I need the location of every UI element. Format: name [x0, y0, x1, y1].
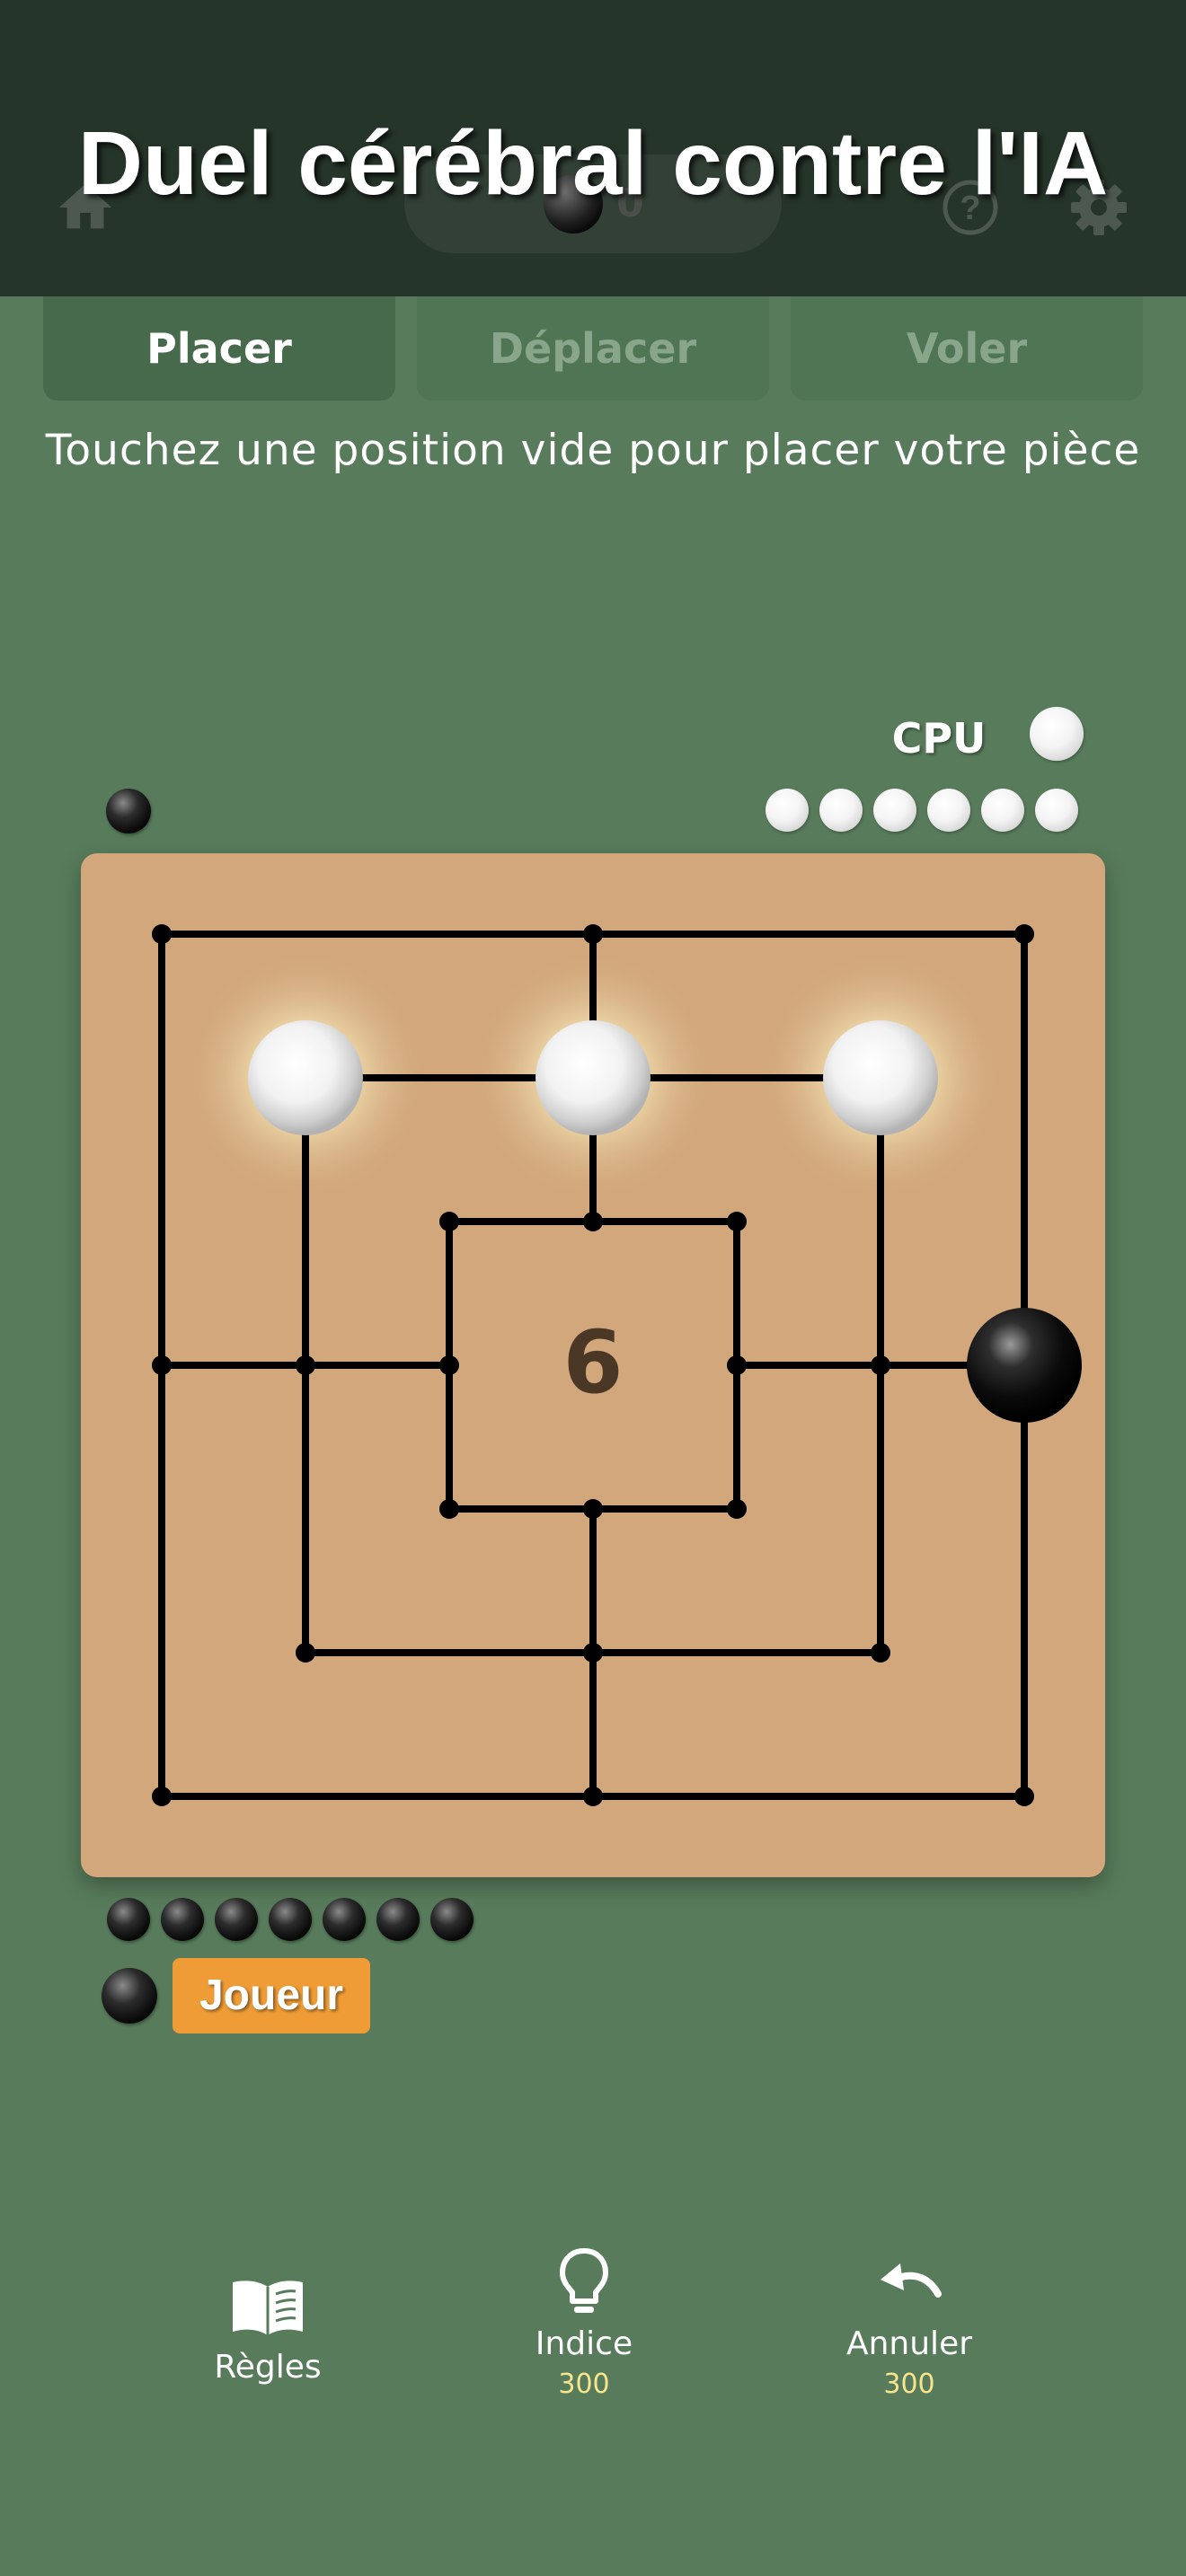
player-hand-piece: [376, 1898, 420, 1941]
cpu-captured-piece: [106, 789, 151, 834]
board-point[interactable]: [871, 1643, 890, 1663]
board-point[interactable]: [152, 1786, 172, 1806]
board-point[interactable]: [296, 1643, 315, 1663]
white-piece[interactable]: [535, 1020, 651, 1135]
hint-button[interactable]: Indice 300: [467, 2245, 701, 2425]
player-hand-piece: [107, 1898, 150, 1941]
coin-icon: [544, 174, 603, 234]
hint-label: Indice: [535, 2325, 633, 2362]
cpu-color-indicator: [1030, 707, 1084, 761]
undo-label: Annuler: [845, 2325, 973, 2362]
player-hand-piece: [161, 1898, 204, 1941]
black-piece[interactable]: [967, 1308, 1082, 1423]
board-point[interactable]: [727, 1212, 747, 1231]
home-icon[interactable]: [54, 176, 117, 239]
instruction-text: Touchez une position vide pour placer vo…: [45, 426, 1141, 475]
undo-icon: [881, 2263, 942, 2298]
rules-button[interactable]: Règles: [151, 2245, 385, 2425]
help-circle-icon[interactable]: ?: [939, 176, 1002, 239]
white-piece[interactable]: [823, 1020, 938, 1135]
coin-counter: 0: [404, 154, 782, 253]
tab-move[interactable]: Déplacer: [417, 296, 769, 401]
player-hand-piece: [323, 1898, 366, 1941]
hint-count: 300: [558, 2369, 610, 2400]
cpu-label: CPU: [891, 714, 987, 763]
board-point[interactable]: [439, 1499, 459, 1519]
board-point[interactable]: [583, 924, 603, 944]
cpu-hand-piece: [873, 789, 916, 832]
cpu-hand-piece: [927, 789, 970, 832]
board-point[interactable]: [727, 1499, 747, 1519]
book-icon: [233, 2280, 303, 2335]
tab-place[interactable]: Placer: [43, 296, 395, 401]
rules-label: Règles: [214, 2349, 322, 2386]
cpu-hand-piece: [766, 789, 809, 832]
svg-text:?: ?: [960, 190, 980, 227]
board-point[interactable]: [727, 1355, 747, 1375]
page-title: Duel cérébral contre l'IA: [77, 113, 1109, 214]
white-piece[interactable]: [248, 1020, 363, 1135]
cpu-hand-piece: [1035, 789, 1078, 832]
board-point[interactable]: [583, 1499, 603, 1519]
board-point[interactable]: [1014, 924, 1034, 944]
board-point[interactable]: [296, 1355, 315, 1375]
board-point[interactable]: [152, 924, 172, 944]
header-bar: 0 ? Duel cérébral con: [0, 0, 1186, 296]
undo-count: 300: [883, 2369, 935, 2400]
player-color-indicator: [102, 1968, 157, 2024]
board-point[interactable]: [583, 1212, 603, 1231]
board-point[interactable]: [439, 1212, 459, 1231]
player-label: Joueur: [173, 1958, 370, 2033]
cpu-hand-piece: [981, 789, 1024, 832]
board-point[interactable]: [583, 1786, 603, 1806]
player-hand-piece: [430, 1898, 474, 1941]
game-board: 6: [81, 853, 1105, 1877]
lightbulb-icon: [560, 2248, 608, 2313]
tab-fly[interactable]: Voler: [791, 296, 1143, 401]
board-point[interactable]: [439, 1355, 459, 1375]
board-center-number: 6: [563, 1312, 624, 1413]
player-hand-piece: [269, 1898, 312, 1941]
board-point[interactable]: [152, 1355, 172, 1375]
cpu-hand-piece: [819, 789, 863, 832]
board-point[interactable]: [871, 1355, 890, 1375]
board-point[interactable]: [583, 1643, 603, 1663]
coin-value: 0: [616, 181, 644, 226]
player-hand-piece: [215, 1898, 258, 1941]
gear-icon[interactable]: [1067, 176, 1130, 239]
undo-button[interactable]: Annuler 300: [792, 2245, 1026, 2425]
board-point[interactable]: [1014, 1786, 1034, 1806]
